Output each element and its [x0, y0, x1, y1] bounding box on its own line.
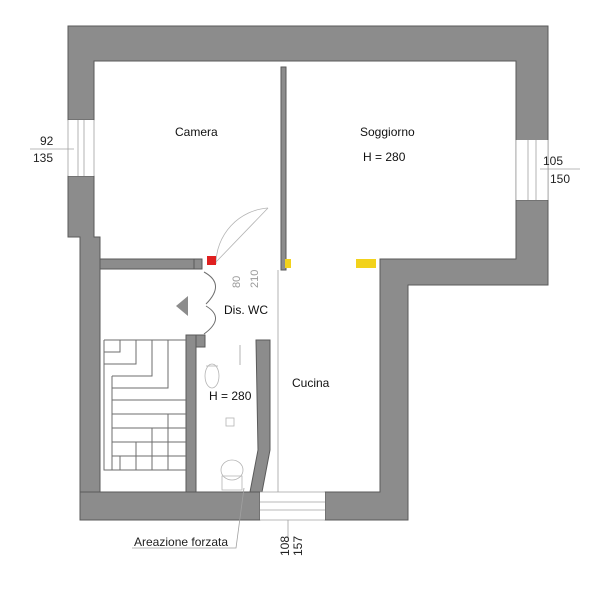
wall-wc-right	[249, 339, 271, 493]
window-right-height: 150	[550, 172, 570, 186]
opening-lines	[239, 270, 279, 492]
outer-wall	[67, 25, 549, 201]
marker-yellow-door	[285, 259, 291, 268]
wc-fixtures	[204, 363, 244, 491]
marker-red	[207, 256, 216, 265]
room-label-dis-wc: Dis. WC	[224, 303, 268, 317]
sink-icon	[204, 363, 220, 389]
exterior-walls	[67, 25, 549, 521]
wall-partition-left	[280, 66, 287, 271]
wall-stair-right	[185, 334, 197, 493]
window-right	[515, 140, 580, 200]
wall-camera-stub	[193, 258, 203, 270]
wall-camera-stair	[99, 258, 195, 270]
window-right-width: 105	[543, 154, 563, 168]
ventilation-leader	[132, 487, 245, 549]
room-label-soggiorno: Soggiorno	[360, 125, 415, 139]
toilet-icon	[220, 459, 244, 481]
room-label-camera: Camera	[175, 125, 218, 139]
window-left-width: 92	[40, 134, 54, 148]
staircase	[103, 339, 186, 471]
door-wc	[176, 271, 216, 335]
room-label-cucina: Cucina	[292, 376, 330, 390]
window-bottom-height: 157	[291, 536, 305, 556]
window-left	[30, 120, 95, 176]
door-height: 210	[249, 270, 261, 288]
left-wall-lower	[67, 175, 109, 521]
room-height-soggiorno: H = 280	[363, 150, 406, 164]
marker-yellow-right	[356, 259, 376, 268]
right-wall-lower	[324, 199, 549, 521]
window-bottom	[260, 491, 325, 540]
room-height-wc: H = 280	[209, 389, 252, 403]
door-camera	[215, 207, 269, 265]
window-left-height: 135	[33, 151, 53, 165]
bottom-wall-left	[79, 491, 261, 521]
window-bottom-width: 108	[278, 536, 292, 556]
door-width: 80	[231, 276, 243, 288]
ventilation-note: Areazione forzata	[134, 535, 228, 549]
wall-dis-upper	[195, 334, 206, 348]
